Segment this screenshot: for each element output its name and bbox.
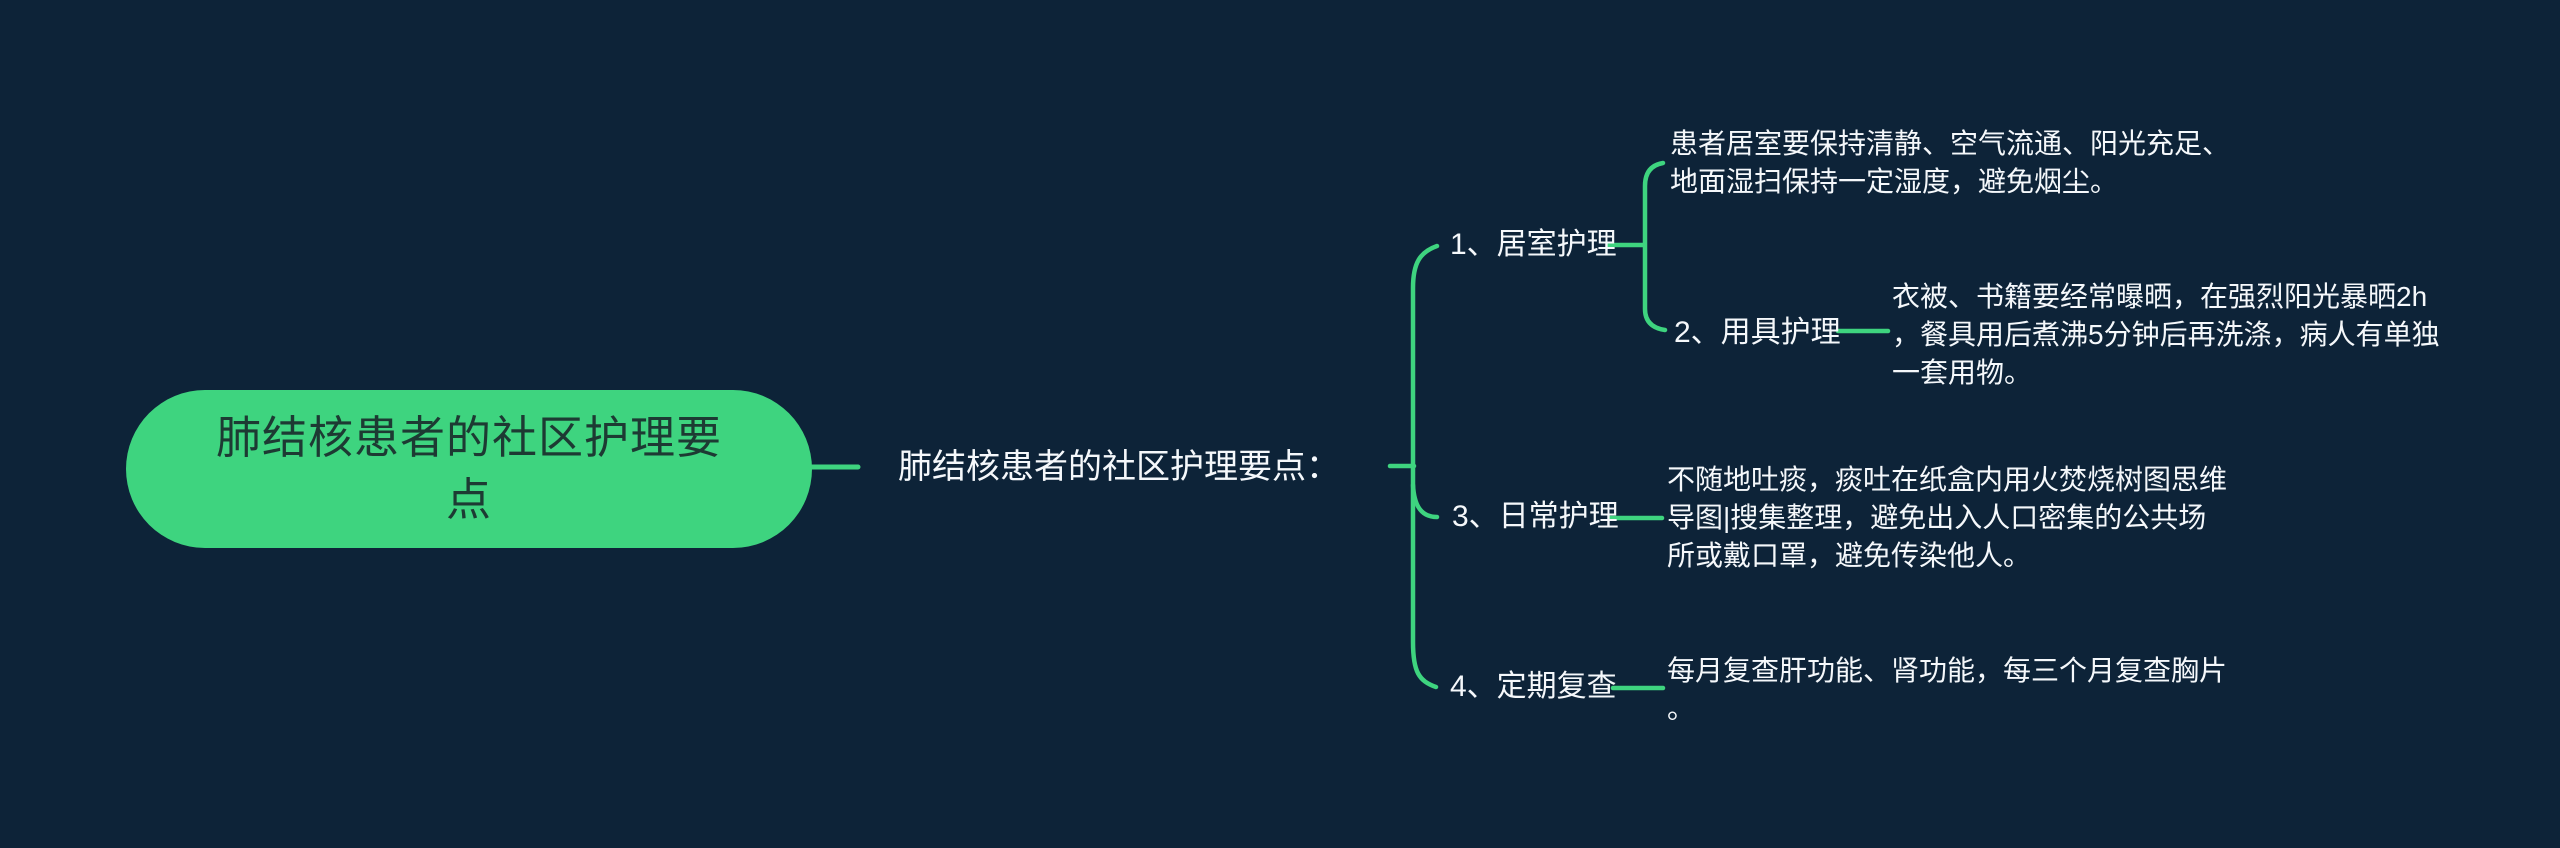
branch-3-description[interactable]: 不随地吐痰，痰吐在纸盒内用火焚烧树图思维 导图|搜集整理，避免出入人口密集的公共… xyxy=(1667,464,2228,571)
branch-2-label[interactable]: 2、用具护理 xyxy=(1674,316,1841,349)
branch-1-label[interactable]: 1、居室护理 xyxy=(1450,228,1617,261)
branch-4-description[interactable]: 每月复查肝功能、肾功能，每三个月复查胸片 。 xyxy=(1667,655,2228,724)
center-node-label[interactable]: 肺结核患者的社区护理要点： xyxy=(898,448,1340,486)
main-rail-brace xyxy=(1410,243,1440,690)
branch-3-label[interactable]: 3、日常护理 xyxy=(1452,500,1619,533)
root-node[interactable]: 肺结核患者的社区护理要 点 xyxy=(126,390,812,548)
rail-offshoot-branch-3 xyxy=(1410,482,1440,520)
root-node-label: 肺结核患者的社区护理要 点 xyxy=(215,412,722,525)
branch-1-bracket xyxy=(1642,160,1668,333)
branch-2-description[interactable]: 衣被、书籍要经常曝晒，在强烈阳光暴晒2h ，餐具用后煮沸5分钟后再洗涤，病人有单… xyxy=(1892,281,2440,388)
branch-1-description[interactable]: 患者居室要保持清静、空气流通、阳光充足、 地面湿扫保持一定湿度，避免烟尘。 xyxy=(1670,128,2231,197)
branch-4-label[interactable]: 4、定期复查 xyxy=(1450,670,1617,703)
